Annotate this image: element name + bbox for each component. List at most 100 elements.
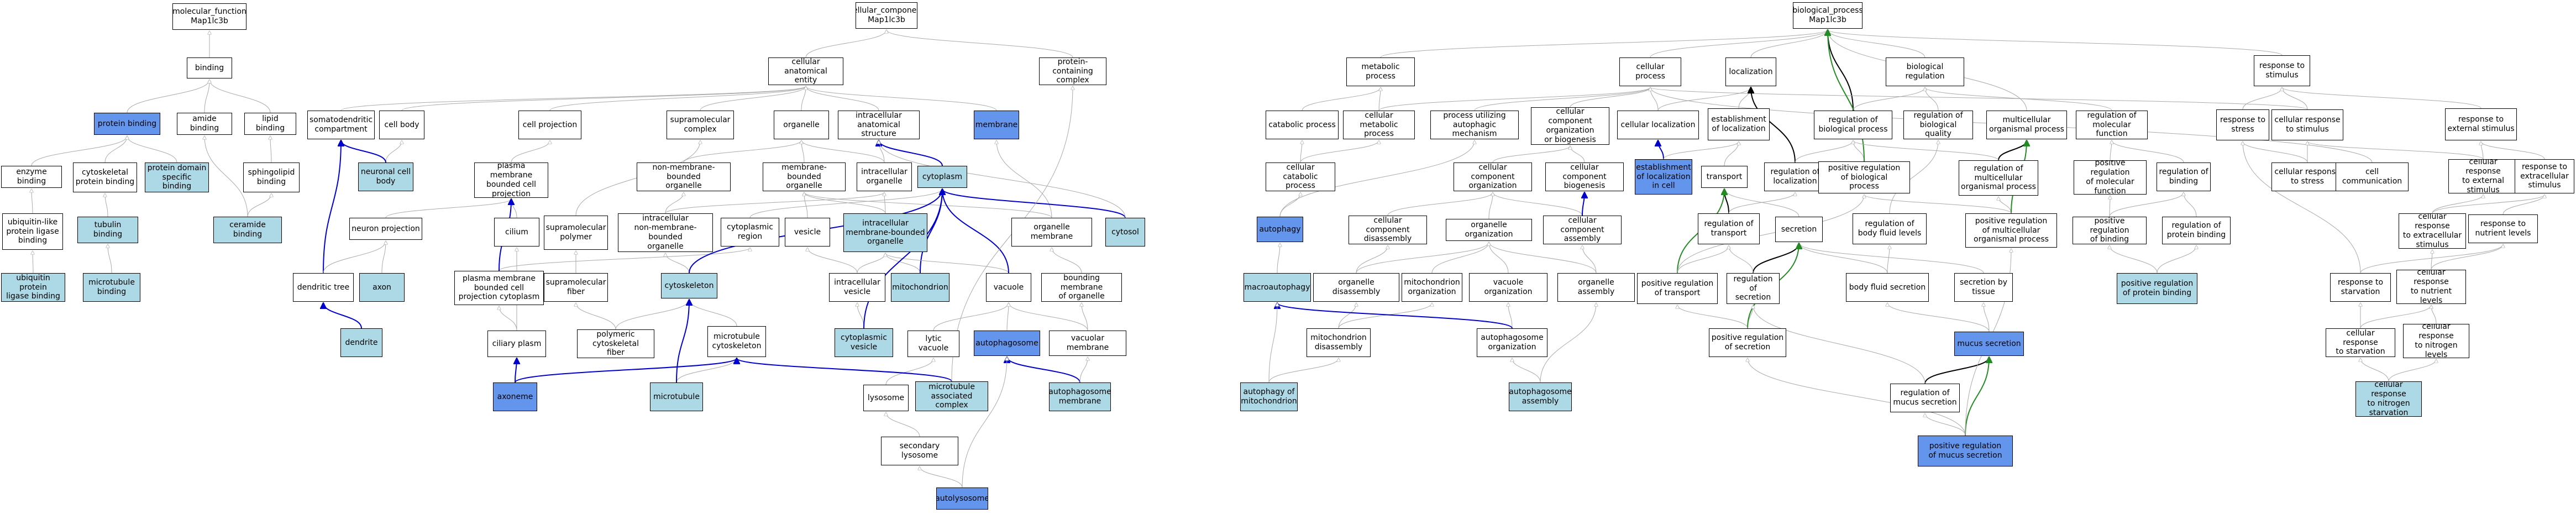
node-regulation-molecular-function[interactable]: regulation of molecular function xyxy=(2076,111,2148,139)
node-mb-organelle[interactable]: membrane-bounded organelle xyxy=(763,162,846,191)
node-positive-regulation-mucus-secretion[interactable]: positive regulation of mucus secretion xyxy=(1918,436,2013,466)
node-autophagy-mitochondrion[interactable]: autophagy of mitochondrion xyxy=(1240,382,1298,411)
node-vacuole[interactable]: vacuole xyxy=(986,273,1031,302)
node-biological-regulation[interactable]: biological regulation xyxy=(1886,57,1964,86)
node-cytoskeleton[interactable]: cytoskeleton xyxy=(661,273,717,298)
node-cellular-response-extracellular[interactable]: cellular response to extracellular stimu… xyxy=(2399,213,2466,249)
node-response-extracellular[interactable]: response to extracellular stimulus xyxy=(2515,159,2574,193)
node-secretion[interactable]: secretion xyxy=(1775,217,1823,242)
node-intracellular-mb-organelle[interactable]: intracellular membrane-bounded organelle xyxy=(843,213,927,252)
node-cellular-metabolic[interactable]: cellular metabolic process xyxy=(1343,111,1415,139)
node-ubiquitin-like-binding[interactable]: ubiquitin-like protein ligase binding xyxy=(2,213,63,250)
node-response-external-stimulus[interactable]: response to external stimulus xyxy=(2445,108,2517,140)
node-cc-assembly[interactable]: cellular component assembly xyxy=(1543,216,1622,244)
node-non-mb-organelle[interactable]: non-membrane-bounded organelle xyxy=(637,162,731,191)
node-body-fluid-secretion[interactable]: body fluid secretion xyxy=(1846,273,1929,302)
node-cellular-response-nutrient[interactable]: cellular response to nutrient levels xyxy=(2396,270,2466,304)
node-response-to-stress[interactable]: response to stress xyxy=(2216,109,2269,140)
node-regulation-multicellular[interactable]: regulation of multicellular organismal p… xyxy=(1959,160,2038,196)
node-cellular-response-external[interactable]: cellular response to external stimulus xyxy=(2448,159,2518,193)
node-regulation-biological-quality[interactable]: regulation of biological quality xyxy=(1903,111,1973,139)
node-cellular-response-starvation[interactable]: cellular response to starvation xyxy=(2326,328,2395,357)
node-cellular-response-to-stress[interactable]: cellular response to stress xyxy=(2271,162,2343,191)
node-autophagosome[interactable]: autophagosome xyxy=(974,331,1040,356)
node-somatodendritic[interactable]: somatodendritic compartment xyxy=(307,111,375,139)
node-cilium[interactable]: cilium xyxy=(494,218,539,247)
node-cc-biogenesis[interactable]: cellular component biogenesis xyxy=(1545,162,1624,191)
node-secretion-by-tissue[interactable]: secretion by tissue xyxy=(1954,273,2013,302)
node-sphingolipid-binding[interactable]: sphingolipid binding xyxy=(243,162,300,192)
node-tubulin-binding[interactable]: tubulin binding xyxy=(77,217,138,243)
node-lipid-binding[interactable]: lipid binding xyxy=(244,113,296,135)
node-intracellular-anatomical[interactable]: intracellular anatomical structure xyxy=(838,111,920,139)
node-organelle-membrane[interactable]: organelle membrane xyxy=(1011,218,1092,247)
node-multicellular-process[interactable]: multicellular organismal process xyxy=(1986,111,2067,139)
node-cellular-localization[interactable]: cellular localization xyxy=(1617,111,1699,139)
node-transport[interactable]: transport xyxy=(1701,166,1748,188)
node-establishment-localization[interactable]: establishment of localization xyxy=(1708,108,1770,140)
node-microtubule-cytoskeleton[interactable]: microtubule cytoskeleton xyxy=(707,326,766,357)
node-positive-regulation-bp[interactable]: positive regulation of biological proces… xyxy=(1818,161,1910,193)
node-pm-bounded-projection[interactable]: plasma membrane bounded cell projection xyxy=(474,162,548,198)
node-organelle-assembly[interactable]: organelle assembly xyxy=(1557,273,1635,302)
node-autophagosome-organization[interactable]: autophagosome organization xyxy=(1477,328,1547,357)
node-autophagosome-membrane[interactable]: autophagosome membrane xyxy=(1049,382,1111,411)
node-secondary-lysosome[interactable]: secondary lysosome xyxy=(881,437,958,465)
node-mitochondrion-disassembly[interactable]: mitochondrion disassembly xyxy=(1307,328,1371,357)
node-cell-projection[interactable]: cell projection xyxy=(518,111,581,139)
node-ubiquitin-binding[interactable]: ubiquitin protein ligase binding xyxy=(1,273,65,302)
node-response-to-starvation[interactable]: response to starvation xyxy=(2330,273,2391,302)
node-lytic-vacuole[interactable]: lytic vacuole xyxy=(907,331,959,357)
node-binding[interactable]: binding xyxy=(187,57,232,78)
node-regulation-protein-binding[interactable]: regulation of protein binding xyxy=(2162,217,2231,244)
node-mitochondrion-organization[interactable]: mitochondrion organization xyxy=(1402,273,1462,302)
node-dendrite[interactable]: dendrite xyxy=(340,328,382,357)
node-cc-org-biogenesis[interactable]: cellular component organization or bioge… xyxy=(1531,107,1609,145)
node-organelle-disassembly[interactable]: organelle disassembly xyxy=(1313,273,1399,302)
node-regulation-biological-process[interactable]: regulation of biological process xyxy=(1814,111,1892,139)
node-cellular-process[interactable]: cellular process xyxy=(1619,57,1681,86)
node-dendritic-tree[interactable]: dendritic tree xyxy=(293,273,354,302)
node-lysosome[interactable]: lysosome xyxy=(863,385,909,411)
node-positive-regulation-mf[interactable]: positive regulation of molecular functio… xyxy=(2074,160,2147,195)
node-autophagosome-assembly[interactable]: autophagosome assembly xyxy=(1509,382,1572,411)
node-response-nutrient-levels[interactable]: response to nutrient levels xyxy=(2468,214,2538,243)
node-microtubule-binding[interactable]: microtubule binding xyxy=(83,273,140,302)
node-response-to-stimulus[interactable]: response to stimulus xyxy=(2254,55,2310,86)
node-regulation-transport[interactable]: regulation of transport xyxy=(1698,213,1760,244)
node-cellular-response-stimulus[interactable]: cellular response to stimulus xyxy=(2271,109,2343,140)
node-cellular-response-nitrogen[interactable]: cellular response to nitrogen levels xyxy=(2403,324,2469,358)
node-cytoplasmic-vesicle[interactable]: cytoplasmic vesicle xyxy=(835,328,893,357)
node-cytosol[interactable]: cytosol xyxy=(1105,218,1145,247)
node-process-autophagic[interactable]: process utilizing autophagic mechanism xyxy=(1430,111,1519,139)
node-polymeric-cytoskeletal-fiber[interactable]: polymeric cytoskeletal fiber xyxy=(577,329,654,358)
node-cc-disassembly[interactable]: cellular component disassembly xyxy=(1349,216,1427,244)
node-intracellular-organelle[interactable]: intracellular organelle xyxy=(857,162,912,191)
node-positive-regulation-protein-binding[interactable]: positive regulation of protein binding xyxy=(2117,273,2197,304)
node-axoneme[interactable]: axoneme xyxy=(493,382,537,411)
node-intracellular-vesicle[interactable]: intracellular vesicle xyxy=(829,273,885,302)
node-protein-binding[interactable]: protein binding xyxy=(94,113,160,135)
node-mf[interactable]: molecular_function Map1lc3b xyxy=(172,3,246,30)
node-catabolic-process[interactable]: catabolic process xyxy=(1266,111,1339,139)
node-metabolic-process[interactable]: metabolic process xyxy=(1346,57,1415,86)
node-regulation-binding[interactable]: regulation of binding xyxy=(2157,162,2211,191)
node-regulation-body-fluid[interactable]: regulation of body fluid levels xyxy=(1853,213,1927,244)
node-macroautophagy[interactable]: macroautophagy xyxy=(1244,273,1311,302)
node-neuronal-cell-body[interactable]: neuronal cell body xyxy=(358,162,413,191)
node-enzyme-binding[interactable]: enzyme binding xyxy=(1,166,62,188)
node-regulation-mucus-secretion[interactable]: regulation of mucus secretion xyxy=(1890,384,1960,412)
node-positive-regulation-multicellular[interactable]: positive regulation of multicellular org… xyxy=(1965,213,2057,248)
node-establishment-in-cell[interactable]: establishment of localization in cell xyxy=(1635,159,1692,195)
node-regulation-localization[interactable]: regulation of localization xyxy=(1764,162,1826,191)
node-axon[interactable]: axon xyxy=(359,273,405,302)
node-pcc[interactable]: protein-containing complex xyxy=(1039,57,1106,85)
node-neuron-projection[interactable]: neuron projection xyxy=(349,218,422,240)
node-supramolecular-polymer[interactable]: supramolecular polymer xyxy=(544,216,608,250)
node-vesicle[interactable]: vesicle xyxy=(785,218,830,247)
node-positive-regulation-binding[interactable]: positive regulation of binding xyxy=(2073,217,2147,244)
node-mitochondrion[interactable]: mitochondrion xyxy=(891,273,949,302)
node-regulation-secretion[interactable]: regulation of secretion xyxy=(1727,273,1780,304)
node-bp[interactable]: biological_process Map1lc3b xyxy=(1793,2,1863,29)
node-cytoplasm[interactable]: cytoplasm xyxy=(917,166,967,188)
